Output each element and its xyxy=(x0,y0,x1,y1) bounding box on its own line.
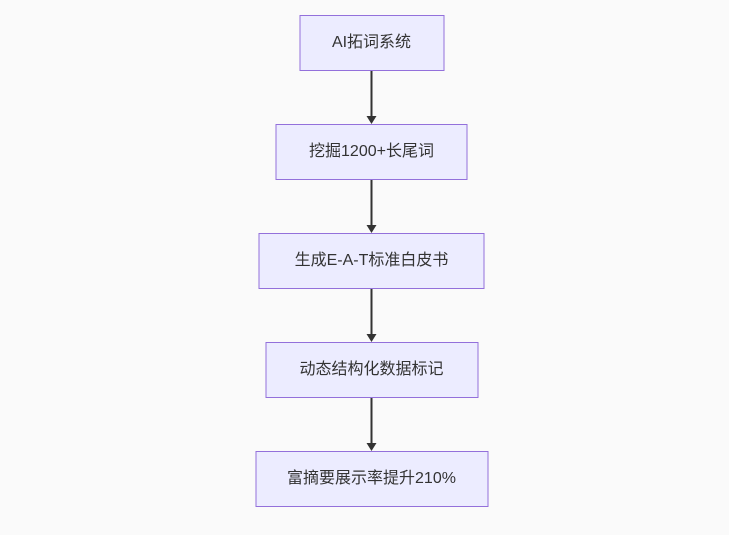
arrowhead-down-icon xyxy=(366,443,377,451)
arrowhead-down-icon xyxy=(366,225,377,233)
flowchart-column: AI拓词系统 挖掘1200+长尾词 生成E-A-T标准白皮书 动态结构化数据标记… xyxy=(255,15,488,507)
flow-node-ai-keyword-system: AI拓词系统 xyxy=(299,15,444,71)
flow-node-structured-data-markup: 动态结构化数据标记 xyxy=(265,342,478,398)
flow-node-rich-snippet-result: 富摘要展示率提升210% xyxy=(255,451,488,507)
arrow-line xyxy=(370,289,373,334)
arrow-line xyxy=(370,180,373,225)
edge-arrow-4 xyxy=(366,398,377,451)
arrowhead-down-icon xyxy=(366,116,377,124)
arrow-line xyxy=(370,71,373,116)
arrowhead-down-icon xyxy=(366,334,377,342)
arrow-line xyxy=(370,398,373,443)
flow-node-longtail-mining: 挖掘1200+长尾词 xyxy=(275,124,468,180)
edge-arrow-3 xyxy=(366,289,377,342)
flow-node-eat-whitepaper: 生成E-A-T标准白皮书 xyxy=(258,233,485,289)
edge-arrow-1 xyxy=(366,71,377,124)
edge-arrow-2 xyxy=(366,180,377,233)
